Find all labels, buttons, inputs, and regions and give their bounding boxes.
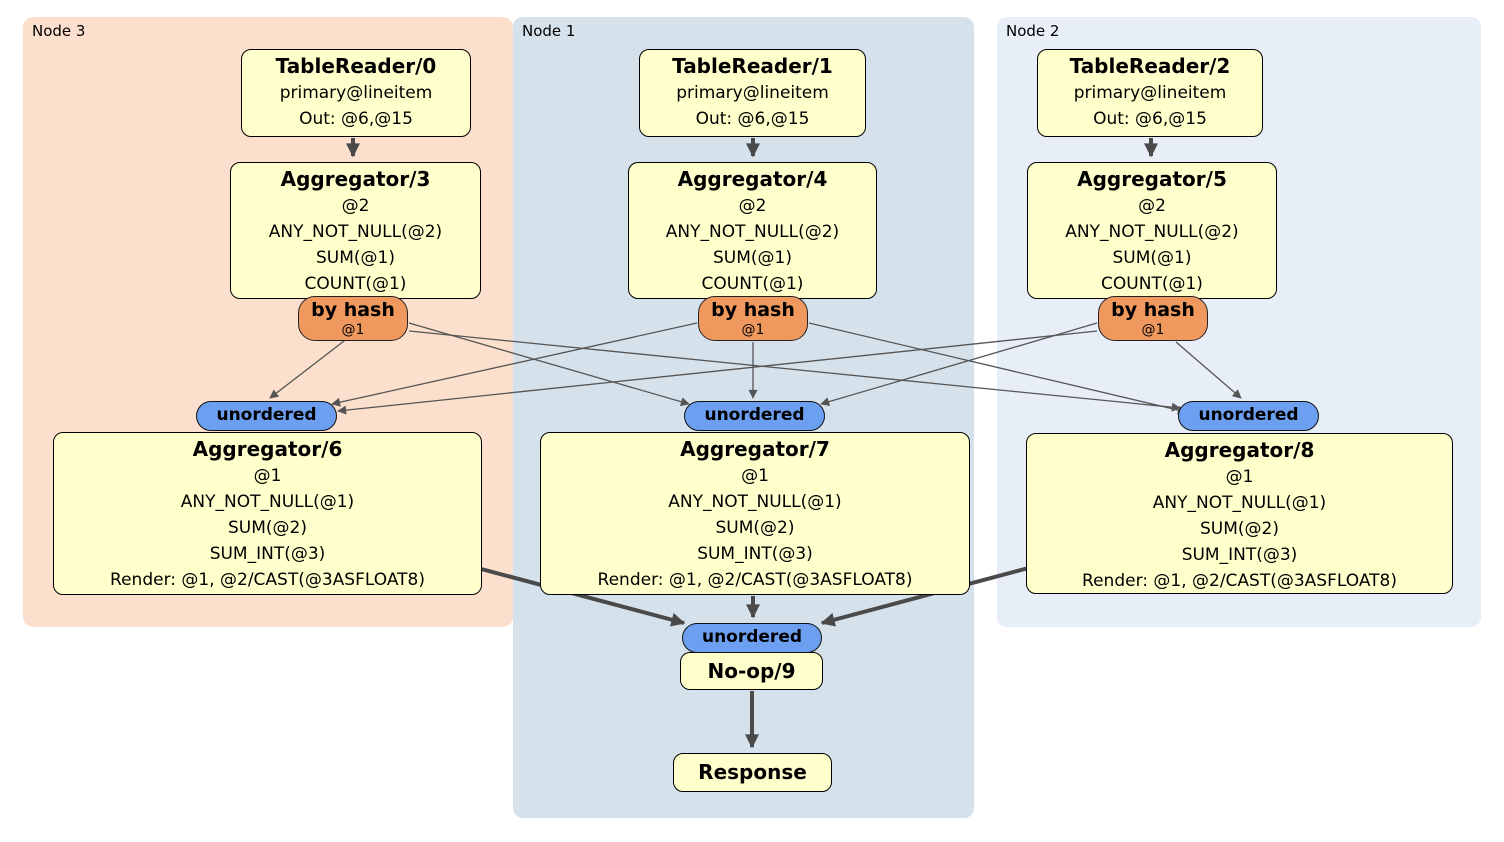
aggregator-3-box: Aggregator/3 @2 ANY_NOT_NULL(@2) SUM(@1)… [230,162,481,299]
panel-node-2-label: Node 2 [1006,22,1060,40]
operator-detail: primary@lineitem [1073,83,1227,103]
aggregator-8-box: Aggregator/8 @1 ANY_NOT_NULL(@1) SUM(@2)… [1026,433,1453,594]
tablereader-2-box: TableReader/2 primary@lineitem Out: @6,@… [1037,49,1263,137]
operator-detail: SUM(@2) [1200,519,1279,539]
aggregator-5-box: Aggregator/5 @2 ANY_NOT_NULL(@2) SUM(@1)… [1027,162,1277,299]
operator-detail: COUNT(@1) [304,274,407,294]
operator-detail: ANY_NOT_NULL(@1) [180,492,355,512]
operator-detail: Out: @6,@15 [1093,109,1207,129]
operator-title: No-op/9 [707,659,796,683]
router-detail: @1 [341,322,365,338]
router-detail: @1 [741,322,765,338]
operator-detail: ANY_NOT_NULL(@2) [665,222,840,242]
operator-detail: primary@lineitem [279,83,433,103]
sync-unordered-7: unordered [684,401,825,431]
operator-title: TableReader/0 [275,54,437,78]
router-detail: @1 [1141,322,1165,338]
router-label: by hash [1111,299,1195,321]
sync-unordered-9: unordered [682,623,822,653]
operator-detail: SUM(@2) [715,518,795,538]
operator-detail: @2 [341,196,370,216]
operator-title: Aggregator/4 [677,167,828,191]
operator-detail: SUM(@1) [316,248,395,268]
operator-title: Aggregator/3 [280,167,431,191]
sync-unordered-6: unordered [196,401,337,431]
operator-detail: Out: @6,@15 [299,109,413,129]
router-label: by hash [311,299,395,321]
aggregator-7-box: Aggregator/7 @1 ANY_NOT_NULL(@1) SUM(@2)… [540,432,970,595]
operator-detail: ANY_NOT_NULL(@2) [268,222,443,242]
router-by-hash-0: by hash @1 [298,296,408,341]
operator-title: Aggregator/6 [192,437,343,461]
operator-detail: @1 [253,466,282,486]
operator-detail: COUNT(@1) [701,274,804,294]
operator-detail: SUM(@2) [228,518,307,538]
operator-detail: SUM_INT(@3) [1181,545,1298,565]
operator-detail: SUM_INT(@3) [209,544,326,564]
operator-title: TableReader/2 [1069,54,1231,78]
operator-detail: @2 [738,196,767,216]
router-label: by hash [711,299,795,321]
operator-detail: @1 [741,466,769,486]
operator-detail: Render: @1, @2/CAST(@3ASFLOAT8) [597,570,913,590]
router-by-hash-1: by hash @1 [698,296,808,341]
operator-title: Aggregator/5 [1077,167,1227,191]
operator-title: Response [698,760,807,784]
operator-detail: Render: @1, @2/CAST(@3ASFLOAT8) [110,570,425,590]
operator-title: Aggregator/7 [680,437,830,461]
response-box: Response [673,753,832,792]
operator-detail: @1 [1225,467,1254,487]
tablereader-0-box: TableReader/0 primary@lineitem Out: @6,@… [241,49,471,137]
operator-detail: Render: @1, @2/CAST(@3ASFLOAT8) [1082,571,1397,591]
sync-unordered-8: unordered [1178,401,1319,431]
router-by-hash-2: by hash @1 [1098,296,1208,341]
operator-detail: Out: @6,@15 [695,109,810,129]
aggregator-6-box: Aggregator/6 @1 ANY_NOT_NULL(@1) SUM(@2)… [53,432,482,595]
noop-9-box: No-op/9 [680,652,823,690]
operator-detail: ANY_NOT_NULL(@1) [1152,493,1327,513]
operator-detail: SUM_INT(@3) [697,544,813,564]
operator-detail: COUNT(@1) [1101,274,1203,294]
panel-node-1-label: Node 1 [522,22,576,40]
panel-node-3-label: Node 3 [32,22,86,40]
operator-title: Aggregator/8 [1164,438,1315,462]
operator-detail: SUM(@1) [1112,248,1192,268]
operator-detail: ANY_NOT_NULL(@2) [1065,222,1239,242]
operator-detail: primary@lineitem [676,83,829,103]
operator-detail: @2 [1138,196,1166,216]
operator-detail: SUM(@1) [713,248,792,268]
operator-title: TableReader/1 [672,54,833,78]
operator-detail: ANY_NOT_NULL(@1) [668,492,842,512]
tablereader-1-box: TableReader/1 primary@lineitem Out: @6,@… [639,49,866,137]
aggregator-4-box: Aggregator/4 @2 ANY_NOT_NULL(@2) SUM(@1)… [628,162,877,299]
